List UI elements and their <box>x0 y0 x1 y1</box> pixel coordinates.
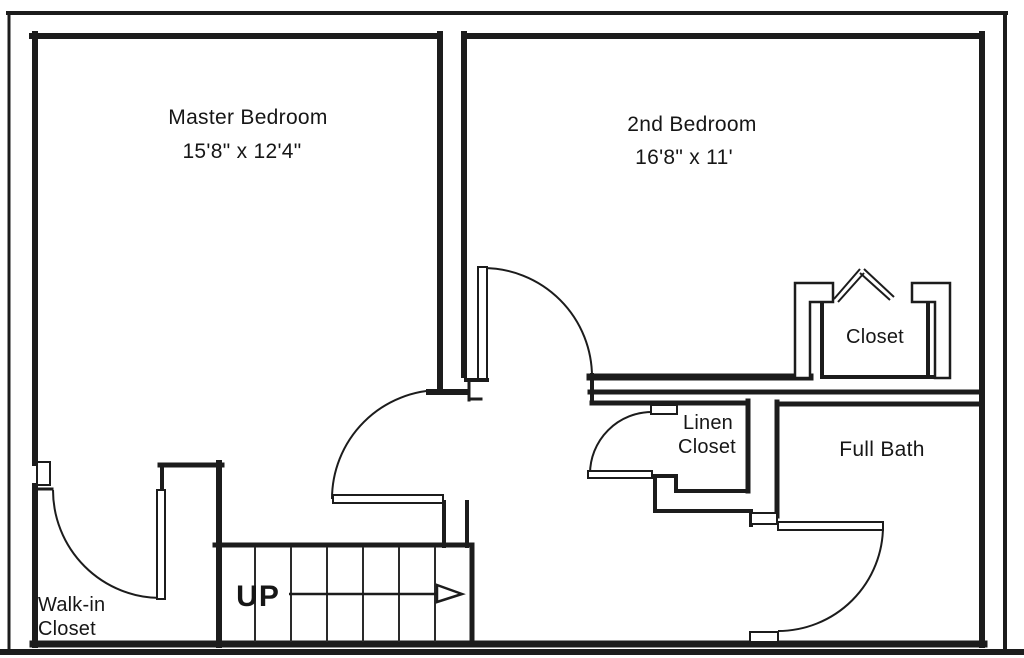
walk-in-closet-label-line1: Walk-in <box>38 594 105 616</box>
full-bath-label: Full Bath <box>839 438 925 461</box>
bath-door-landing-stub <box>749 631 779 643</box>
linen-closet-label-line1: Linen <box>683 412 733 434</box>
walk-in-closet-label-line2: Closet <box>38 618 96 640</box>
closet-bifold-door <box>833 268 895 303</box>
second-bedroom-label: 2nd Bedroom <box>627 113 756 136</box>
full-bath-door <box>777 521 884 632</box>
closet-label: Closet <box>846 326 904 348</box>
stair-direction-arrow <box>289 583 466 604</box>
page-frame <box>0 11 1024 655</box>
room-labels: Master Bedroom 15'8" x 12'4" 2nd Bedroom… <box>38 106 925 640</box>
bedroom-divider-walls <box>426 31 469 395</box>
linen-doorhead-bump <box>650 404 678 415</box>
stairs-up-label: UP <box>236 580 280 613</box>
second-bedroom-dimensions: 16'8" x 11' <box>635 146 733 169</box>
closet-walls <box>793 268 952 380</box>
master-bedroom-door <box>331 389 469 548</box>
staircase <box>212 542 475 648</box>
master-bedroom-label: Master Bedroom <box>168 106 327 129</box>
full-bath-walls <box>749 399 985 643</box>
walk-in-closet-walls <box>34 460 225 648</box>
closet-right-jamb <box>910 281 952 380</box>
bath-door-jamb-block <box>750 512 778 525</box>
exterior-walls <box>29 31 988 648</box>
linen-closet-door <box>587 411 653 479</box>
second-bedroom-door <box>464 266 593 402</box>
linen-closet-label-line2: Closet <box>678 436 736 458</box>
closet-left-jamb <box>793 281 835 380</box>
hall-walls <box>586 373 985 405</box>
master-bedroom-dimensions: 15'8" x 12'4" <box>182 140 301 163</box>
walk-in-closet-door <box>52 489 166 600</box>
wall-chase-bump <box>36 461 51 486</box>
